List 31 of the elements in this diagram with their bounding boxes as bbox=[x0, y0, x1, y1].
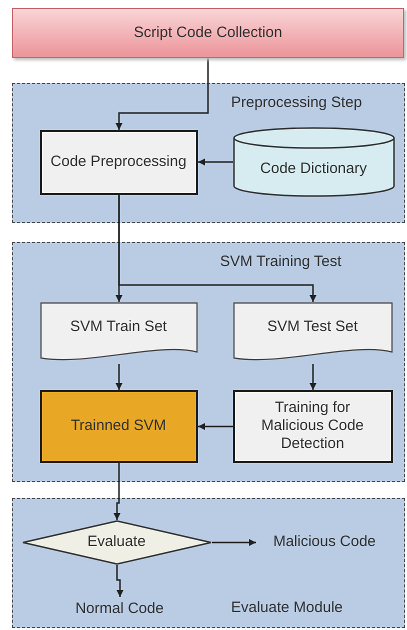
outcome-label: Normal Code bbox=[64, 596, 176, 620]
box-label: Training for Malicious Code Detection bbox=[260, 399, 365, 453]
process-box bbox=[40, 390, 198, 462]
arrow bbox=[114, 463, 120, 520]
arrow bbox=[116, 58, 209, 130]
arrow bbox=[198, 158, 233, 166]
arrow bbox=[116, 364, 122, 390]
arrow bbox=[212, 539, 256, 546]
arrow bbox=[118, 195, 316, 302]
box-label: Code Dictionary bbox=[260, 160, 367, 178]
box-label: Evaluate bbox=[87, 533, 146, 551]
box-label: Script Code Collection bbox=[134, 24, 282, 42]
title-bar bbox=[12, 8, 404, 58]
database-cylinder bbox=[232, 128, 394, 196]
outcome-label: Malicious Code bbox=[260, 530, 390, 554]
group-panel bbox=[12, 83, 405, 223]
panel-heading: Preprocessing Step bbox=[231, 94, 362, 111]
arrow bbox=[116, 565, 124, 597]
arrow bbox=[310, 364, 316, 390]
box-label: SVM Test Set bbox=[267, 318, 358, 336]
group-panel bbox=[12, 498, 405, 628]
box-label: SVM Train Set bbox=[70, 318, 167, 336]
group-panel bbox=[12, 242, 405, 482]
process-box bbox=[40, 130, 198, 194]
box-label: Trainned SVM bbox=[70, 417, 166, 435]
process-box bbox=[232, 390, 392, 462]
panel-heading: SVM Training Test bbox=[220, 253, 342, 270]
box-label: Code Preprocessing bbox=[50, 153, 186, 171]
arrow bbox=[198, 423, 233, 430]
panel-heading: Evaluate Module bbox=[231, 599, 343, 616]
decision-diamond bbox=[22, 520, 212, 564]
